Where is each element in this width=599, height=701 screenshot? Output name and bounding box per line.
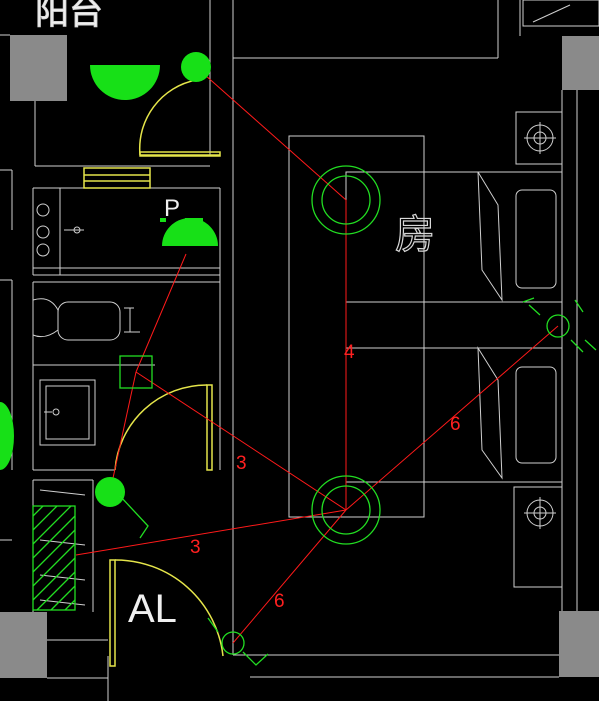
column-bottom-left — [0, 612, 47, 678]
segment-label-diagonal: 3 — [236, 453, 247, 474]
speaker-icon-left — [0, 402, 14, 470]
devices — [0, 52, 597, 666]
ceiling-sensor-center — [311, 475, 381, 545]
link-lines — [75, 66, 559, 644]
wall-sensor-bottom — [221, 631, 245, 655]
column-top-left — [10, 35, 67, 101]
segment-label-bottom: 6 — [274, 591, 285, 612]
segment-label-vertical: 4 — [344, 342, 355, 363]
room-label-main: 房 — [395, 212, 435, 258]
doors — [83, 79, 224, 667]
columns — [0, 35, 599, 678]
ceiling-sensor-top — [311, 165, 381, 235]
marker-al: AL — [128, 587, 177, 631]
segment-label-right: 6 — [450, 414, 461, 435]
room-label-top: 阳台 — [35, 0, 103, 32]
door-arc-top — [138, 79, 197, 156]
column-bottom-right — [559, 611, 599, 677]
sensor-dot-left — [95, 477, 125, 507]
speaker-icon-mid — [162, 218, 218, 246]
column-top-right — [562, 36, 599, 90]
speaker-icon-top — [90, 65, 160, 100]
segment-label-left: 3 — [190, 537, 201, 558]
wall-sensor-right — [546, 314, 570, 338]
sensor-dot-top — [181, 52, 211, 82]
switch-box — [119, 355, 153, 389]
door-arc-bath — [114, 384, 208, 471]
marker-p: P — [164, 195, 180, 222]
door-arc-entry — [114, 559, 224, 657]
